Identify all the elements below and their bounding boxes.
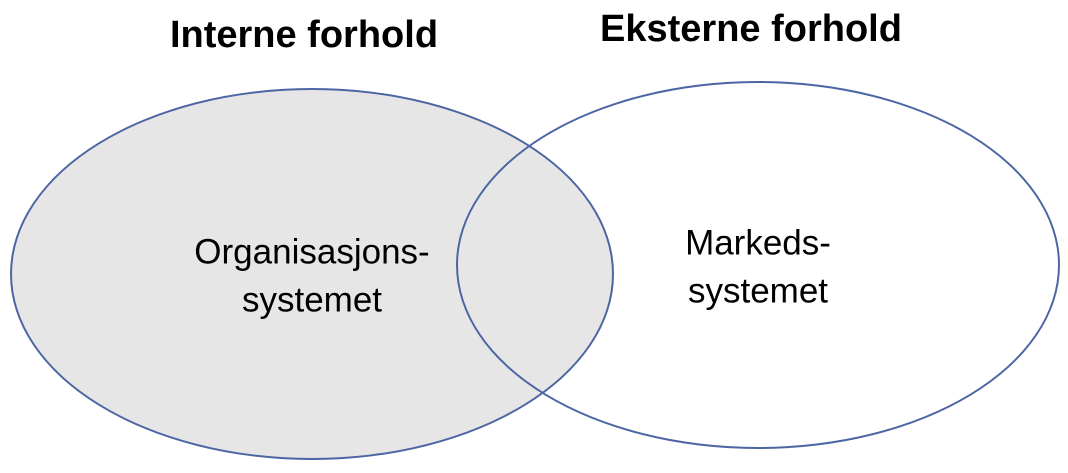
left-ellipse-label-line1: Organisasjons- [194, 232, 430, 272]
right-ellipse-label-line1: Markeds- [685, 223, 831, 263]
right-ellipse-label: Markeds- systemet [685, 220, 831, 317]
heading-eksterne-forhold: Eksterne forhold [600, 8, 902, 50]
left-ellipse-label-line2: systemet [241, 281, 383, 320]
right-ellipse-label-line2: systemet [687, 272, 829, 311]
heading-interne-forhold: Interne forhold [169, 14, 439, 56]
right-ellipse [456, 81, 1060, 449]
left-ellipse-label: Organisasjons- systemet [194, 229, 429, 326]
